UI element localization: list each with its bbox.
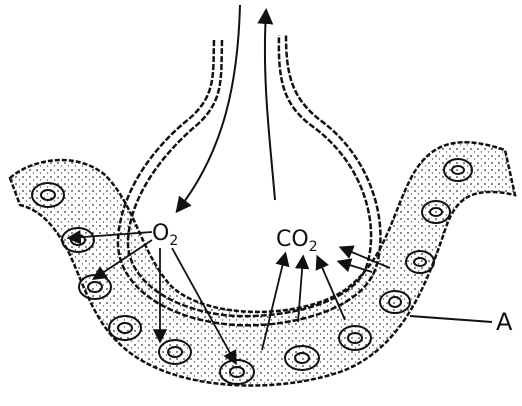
oxygen-subscript: 2 bbox=[169, 233, 178, 249]
label-a: A bbox=[496, 308, 513, 336]
airflow-arrows bbox=[178, 5, 275, 210]
carbon-dioxide-label: CO2 bbox=[276, 227, 318, 255]
oxygen-label: O2 bbox=[152, 221, 178, 249]
air-in-arrow bbox=[178, 5, 240, 210]
carbon-dioxide-subscript: 2 bbox=[309, 239, 318, 255]
air-out-arrow bbox=[265, 12, 275, 200]
pointer-line-a bbox=[410, 316, 492, 322]
